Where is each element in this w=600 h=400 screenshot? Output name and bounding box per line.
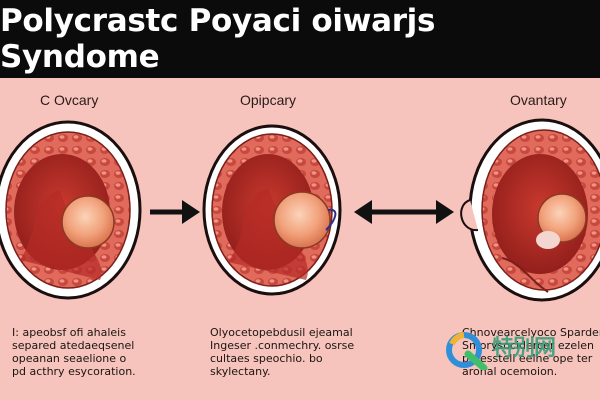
- panel-label-left: C Ovcary: [40, 92, 99, 108]
- description-line: skylectany.: [210, 365, 271, 378]
- ovary-illustration-right: [460, 118, 600, 302]
- description-line: Smorysocidercer ezelen: [462, 339, 594, 352]
- panel-label-right: Ovantary: [510, 92, 567, 108]
- panel-description-left: I: apeobsf ofi ahaleis separed atedaeqse…: [12, 326, 136, 378]
- description-line: cultaes speochio. bo: [210, 352, 323, 365]
- description-line: poresstell eelhe ope ter: [462, 352, 593, 365]
- watermark-logo-icon: [446, 332, 488, 370]
- follicle-cyst: [537, 193, 587, 243]
- title-bar: Polycrastc Poyaci oiwarjs Syndome: [0, 0, 600, 78]
- double-arrow-icon: [354, 200, 454, 224]
- watermark-text: 特别网: [492, 336, 556, 361]
- follicle-cyst: [61, 195, 115, 249]
- ovary-illustration-left: [0, 120, 142, 300]
- description-line: I: apeobsf ofi ahaleis: [12, 326, 126, 339]
- description-line: Olyocetopebdusil ejeamal: [210, 326, 353, 339]
- panel-description-right: Chnovearcelyoco Sparden Smorysocidercer …: [462, 326, 600, 378]
- panel-label-center: Opipcary: [240, 92, 297, 108]
- arrow-right-icon: [150, 200, 200, 224]
- panel-description-center: Olyocetopebdusil ejeamal Ingeser .conmec…: [210, 326, 354, 378]
- description-line: Ingeser .conmechry. osrse: [210, 339, 355, 352]
- description-line: pd acthry esycoration.: [12, 365, 136, 378]
- ovary-illustration-center: [202, 124, 342, 296]
- follicle-cyst: [273, 191, 331, 249]
- description-line: separed atedaeqsenel: [12, 339, 135, 352]
- page-title: Polycrastc Poyaci oiwarjs Syndome: [0, 3, 436, 75]
- description-line: Chnovearcelyoco Sparden: [462, 326, 600, 339]
- description-line: opeanan seaelione o: [12, 352, 127, 365]
